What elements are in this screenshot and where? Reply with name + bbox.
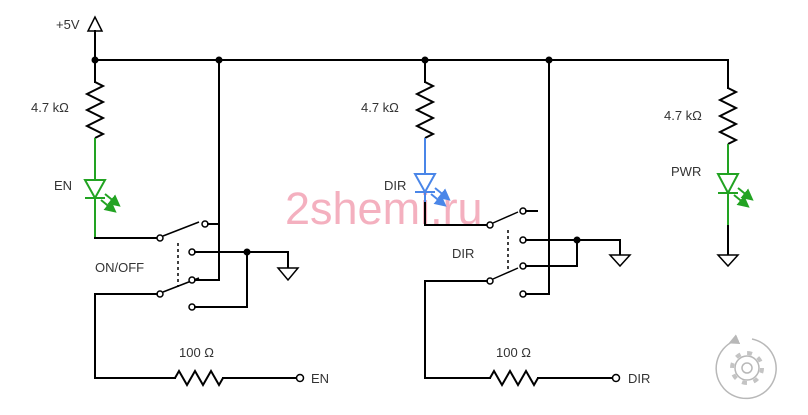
en-ground-wire xyxy=(194,251,248,308)
junction-dot xyxy=(91,56,99,64)
ground-icon xyxy=(276,267,300,282)
supply-rail xyxy=(94,59,729,89)
pwr-pullup-label: 4.7 kΩ xyxy=(664,108,702,123)
switch-common-contact xyxy=(486,221,494,229)
dir-high-wire xyxy=(525,59,550,295)
dir-series-label: 100 Ω xyxy=(496,345,531,360)
dir-switch xyxy=(486,207,527,298)
led-light-arrow xyxy=(100,199,117,213)
supply-arrow-icon xyxy=(86,15,104,32)
led-triangle xyxy=(716,173,740,196)
led-light-arrow xyxy=(737,187,754,201)
dir-switch-feed xyxy=(424,202,488,226)
en-switch xyxy=(156,220,209,311)
dir-output-wire xyxy=(424,280,491,379)
en-output-wire xyxy=(94,293,176,379)
en-ground-wire xyxy=(194,251,289,269)
pwr-led xyxy=(716,173,754,208)
en-led-label: EN xyxy=(54,178,72,193)
rotate-arrow-icon xyxy=(715,334,777,400)
en-section: 4.7 kΩ EN ON/OFF xyxy=(31,59,329,388)
en-output-label: EN xyxy=(311,371,329,386)
en-output-terminal xyxy=(295,373,305,383)
dir-ground-wire xyxy=(525,239,578,267)
en-pullup-label: 4.7 kΩ xyxy=(31,100,69,115)
ground-icon xyxy=(608,254,632,268)
junction-dot xyxy=(573,236,581,244)
supply-5v: +5V xyxy=(56,15,729,89)
ground-icon xyxy=(716,254,740,268)
dir-pullup-label: 4.7 kΩ xyxy=(361,100,399,115)
led-light-arrow xyxy=(430,193,447,207)
led-triangle xyxy=(83,179,107,201)
dir-output-label: DIR xyxy=(628,371,650,386)
led-light-arrow xyxy=(733,194,750,208)
dir-pullup-resistor xyxy=(414,81,436,139)
en-series-resistor xyxy=(174,368,224,388)
led-triangle xyxy=(413,173,437,195)
en-pullup-resistor xyxy=(84,81,106,139)
gear-rotate-icon[interactable] xyxy=(715,334,777,400)
dir-led xyxy=(413,173,451,207)
en-series-label: 100 Ω xyxy=(179,345,214,360)
en-led xyxy=(83,179,121,213)
dir-led-label: DIR xyxy=(384,178,406,193)
en-switch-label: ON/OFF xyxy=(95,260,144,275)
switch-common-contact xyxy=(156,234,164,242)
switch-lever xyxy=(162,221,200,237)
dir-section: 4.7 kΩ DIR DIR 100 xyxy=(361,59,650,388)
pwr-section: 4.7 kΩ PWR xyxy=(664,87,754,268)
pwr-led-label: PWR xyxy=(671,164,701,179)
supply-label: +5V xyxy=(56,17,80,32)
switch-lever xyxy=(492,211,519,224)
dir-switch-label: DIR xyxy=(452,246,474,261)
dir-output-terminal xyxy=(611,373,621,383)
dir-series-resistor xyxy=(489,368,539,388)
pwr-pullup-resistor xyxy=(717,87,739,145)
switch-lever xyxy=(492,267,519,280)
led-light-arrow xyxy=(104,193,121,207)
dir-ground-wire xyxy=(525,239,621,256)
gear-teeth xyxy=(730,351,764,385)
gear-hole xyxy=(741,362,753,374)
junction-dot xyxy=(243,248,251,256)
en-high-wire xyxy=(194,59,220,281)
